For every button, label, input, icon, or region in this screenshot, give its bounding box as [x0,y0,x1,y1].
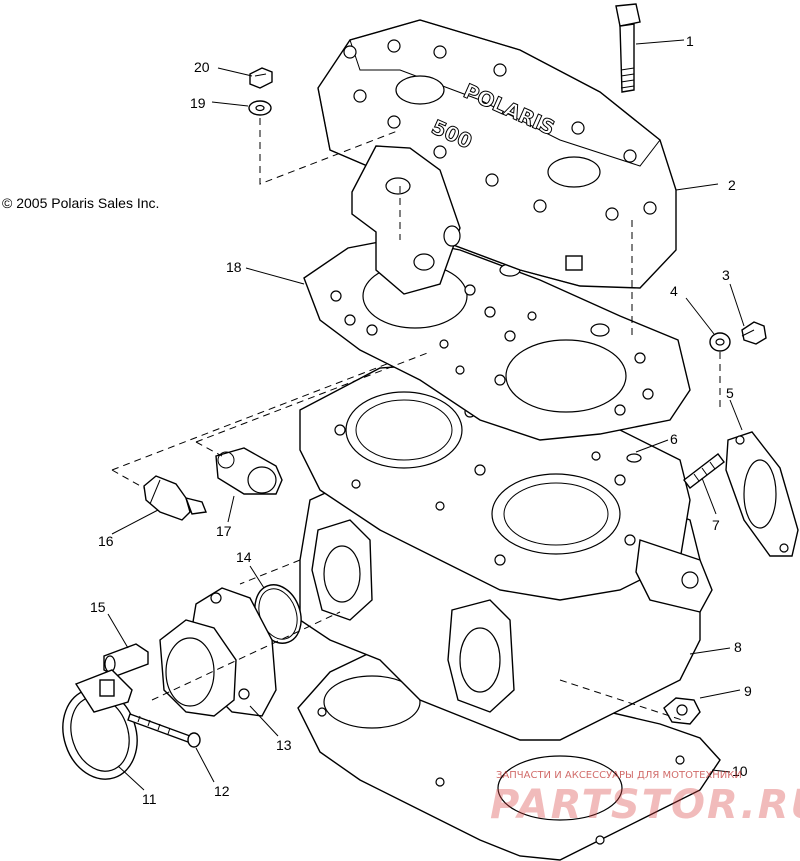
exhaust-gasket [725,431,799,557]
exhaust-flange [159,587,277,717]
nut [663,697,701,725]
sealing-washer [709,332,731,352]
callout-9: 9 [744,683,752,699]
small-screw [249,67,273,89]
dowel-pin [626,453,642,463]
bleed-screw [741,321,767,345]
callout-5: 5 [726,385,734,401]
base-gasket [297,635,721,861]
callout-6: 6 [670,431,678,447]
callout-labels: 1 2 3 4 5 6 7 8 9 10 11 12 13 14 15 16 1… [90,33,752,807]
callout-13: 13 [276,737,292,753]
callout-18: 18 [226,259,242,275]
callout-7: 7 [712,517,720,533]
callout-14: 14 [236,549,252,565]
small-washer [248,100,272,116]
watermark-tagline: ЗАПЧАСТИ И АКСЕССУАРЫ ДЛЯ МОТОТЕХНИКИ [496,770,742,781]
alignment-lines [111,118,721,721]
callout-12: 12 [214,783,230,799]
callout-2: 2 [728,177,736,193]
leader-lines [107,39,745,791]
temperature-sensor [143,475,207,521]
callout-8: 8 [734,639,742,655]
callout-11: 11 [142,791,157,807]
callout-3: 3 [722,267,730,283]
callout-15: 15 [90,599,106,615]
callout-4: 4 [670,283,678,299]
copyright-text: © 2005 Polaris Sales Inc. [2,195,159,211]
thermostat [215,447,283,495]
watermark-site: PARTSTOR.RU [490,782,800,828]
callout-19: 19 [190,95,206,111]
clamp-screw [127,713,201,748]
callout-17: 17 [216,523,232,539]
head-bolt [615,3,641,93]
spacer [103,643,149,677]
callout-20: 20 [194,59,210,75]
callout-1: 1 [686,33,694,49]
cylinder-head: POLARIS 500 [317,19,677,295]
callout-10: 10 [732,763,748,779]
hose-clamp [62,669,138,780]
stud [683,453,725,489]
watermark: ЗАПЧАСТИ И АКСЕССУАРЫ ДЛЯ МОТОТЕХНИКИ PA… [490,770,800,828]
callout-16: 16 [98,533,114,549]
